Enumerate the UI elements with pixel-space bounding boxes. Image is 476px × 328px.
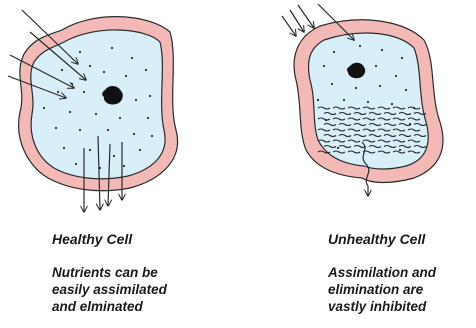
particle-dot [69, 111, 71, 113]
particle-dot [139, 149, 141, 151]
particle-dot [381, 49, 383, 51]
particle-dot [367, 101, 369, 103]
healthy-cell [8, 10, 178, 212]
particle-dot [343, 99, 345, 101]
particle-dot [337, 147, 339, 149]
particle-dot [399, 149, 401, 151]
particle-dot [55, 127, 57, 129]
particle-dot [43, 107, 45, 109]
particle-dot [79, 51, 81, 53]
particle-dot [379, 85, 381, 87]
particle-dot [355, 87, 357, 89]
particle-dot [95, 113, 97, 115]
particle-dot [333, 51, 335, 53]
particle-dot [147, 117, 149, 119]
particle-dot [401, 57, 403, 59]
particle-dot [391, 103, 393, 105]
blocked-inflow-arrow [290, 10, 304, 32]
healthy-cell-cytoplasm [31, 30, 165, 179]
healthy-cell-description: Nutrients can be easily assimilated and … [52, 264, 167, 315]
blocked-inflow-arrow [298, 5, 314, 28]
particle-dot [375, 65, 377, 67]
particle-dot [405, 89, 407, 91]
unhealthy-cell-description: Assimilation and elimination are vastly … [328, 264, 436, 315]
particle-dot [103, 71, 105, 73]
particle-dot [135, 99, 137, 101]
particle-dot [331, 83, 333, 85]
particle-dot [79, 129, 81, 131]
unhealthy-cell [282, 4, 443, 196]
healthy-cell-title: Healthy Cell [52, 231, 132, 248]
particle-dot [89, 65, 91, 67]
particle-dot [145, 69, 147, 71]
unhealthy-cell-title: Unhealthy Cell [328, 231, 425, 248]
particle-dot [111, 47, 113, 49]
particle-dot [131, 57, 133, 59]
particle-dot [133, 133, 135, 135]
blocked-inflow-arrow [282, 16, 296, 36]
particle-dot [323, 65, 325, 67]
particle-dot [61, 69, 63, 71]
particle-dot [395, 75, 397, 77]
particle-dot [71, 83, 73, 85]
particle-dot [123, 165, 125, 167]
particle-dot [119, 117, 121, 119]
particle-dot [57, 91, 59, 93]
particle-dot [359, 45, 361, 47]
particle-dot [89, 149, 91, 151]
particle-dot [317, 99, 319, 101]
particle-dot [113, 155, 115, 157]
particle-dot [83, 91, 85, 93]
particle-dot [75, 163, 77, 165]
particle-dot [63, 147, 65, 149]
particle-dot [149, 95, 151, 97]
particle-dot [107, 129, 109, 131]
particle-dot [125, 75, 127, 77]
particle-dot [151, 135, 153, 137]
